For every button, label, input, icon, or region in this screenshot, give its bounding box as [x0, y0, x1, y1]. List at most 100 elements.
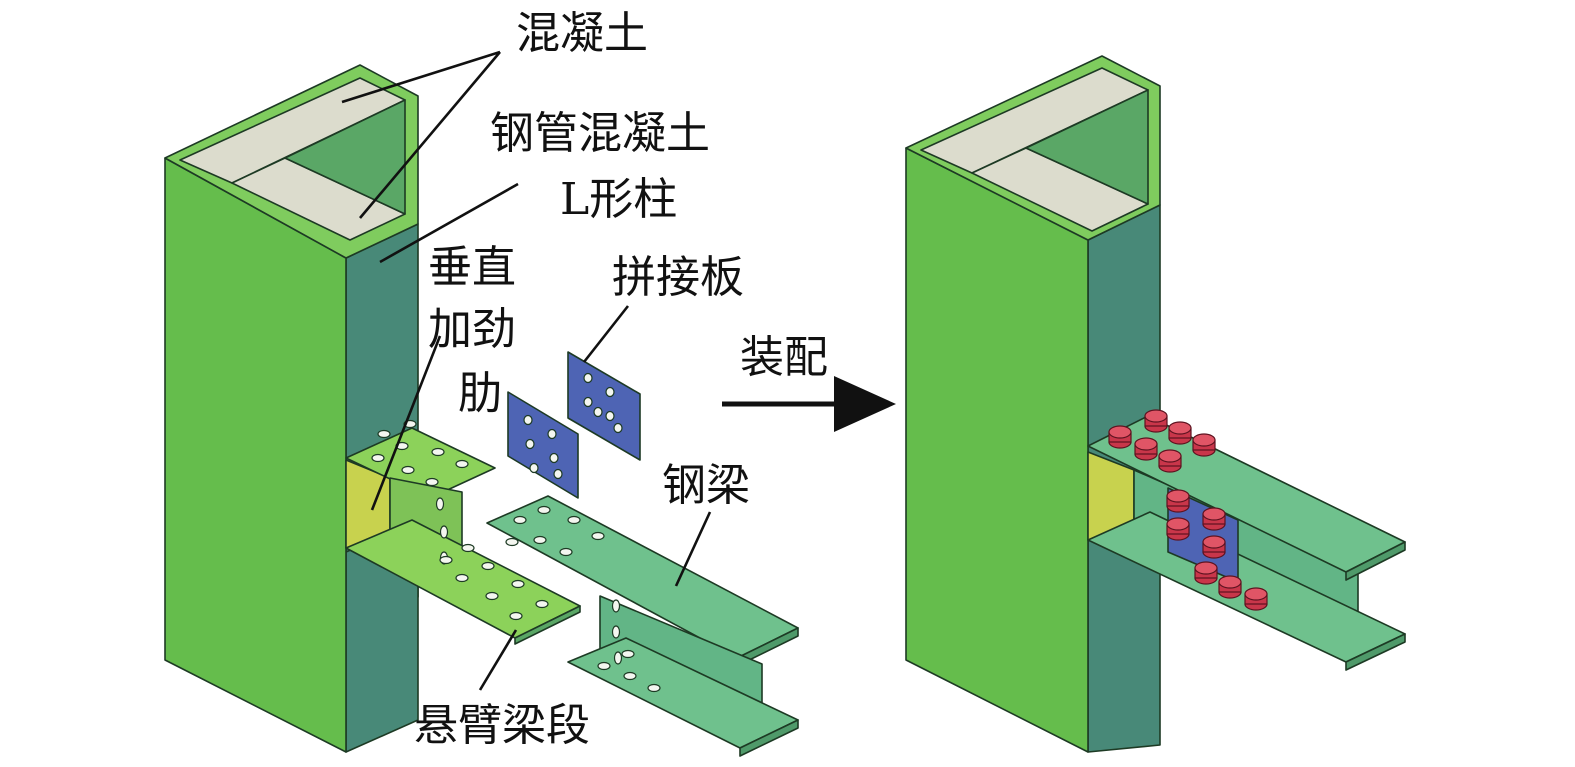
bolt-icon	[1194, 561, 1218, 585]
cantilever-hole	[455, 459, 469, 469]
bolt-icon	[1134, 437, 1158, 461]
splice-hole	[583, 396, 593, 408]
splice-hole	[525, 438, 535, 450]
beam-web-hole	[613, 651, 623, 665]
right-column-assembly	[905, 55, 1406, 753]
bolt-head	[1218, 575, 1242, 589]
beam-web-hole	[611, 599, 621, 613]
bolt-head	[1166, 489, 1190, 503]
cantilever-hole	[377, 429, 391, 439]
bolt-head	[1134, 437, 1158, 451]
label-cfst-line1: 钢管混凝土	[490, 108, 710, 159]
beam-hole	[533, 535, 547, 545]
bolt-icon	[1168, 421, 1192, 445]
column-front-face	[164, 157, 347, 753]
beam-hole	[537, 505, 551, 515]
beam-web-hole	[611, 625, 621, 639]
bolt-icon	[1158, 449, 1182, 473]
bolt-head	[1194, 561, 1218, 575]
cantilever-hole	[401, 465, 415, 475]
assembled-beam-bottom-flange-edge	[1345, 633, 1406, 671]
bolt-icon	[1108, 425, 1132, 449]
assembled-column-inner-step	[1025, 89, 1149, 205]
bolt-head	[1144, 409, 1168, 423]
bolt-head	[1158, 449, 1182, 463]
leader-lines	[341, 50, 712, 691]
beam-hole	[513, 515, 527, 525]
cantilever-hole	[509, 611, 523, 621]
cantilever-web-hole	[439, 525, 449, 539]
cantilever-hole	[511, 579, 525, 589]
leader-beam	[674, 511, 712, 587]
splice-hole	[583, 372, 593, 384]
cantilever-hole	[425, 477, 439, 487]
label-steel-beam: 钢梁	[662, 460, 750, 511]
assembled-beam-top-flange-edge	[1345, 541, 1406, 581]
cantilever-hole	[461, 543, 475, 553]
beam-hole	[647, 683, 661, 693]
bolt-icon	[1166, 489, 1190, 513]
cantilever-hole	[431, 447, 445, 457]
label-stiffener-line3: 肋	[458, 368, 502, 419]
bolt-icon	[1166, 517, 1190, 541]
bolt-head	[1108, 425, 1132, 439]
bolt-head	[1192, 433, 1216, 447]
label-cfst-line2: L形柱	[560, 174, 677, 225]
leader-cantilever	[478, 629, 518, 691]
bolt-head	[1244, 587, 1268, 601]
splice-plate-bolt-holes	[523, 372, 623, 480]
label-splice-plate: 拼接板	[612, 252, 744, 303]
leader-splice	[582, 305, 630, 363]
bolt-icon	[1144, 409, 1168, 433]
leader-concrete-1	[341, 50, 501, 104]
bolt-head	[1202, 507, 1226, 521]
bolt-icon	[1202, 507, 1226, 531]
cantilever-hole	[535, 599, 549, 609]
arrow-head	[834, 376, 896, 432]
beam-hole	[621, 649, 635, 659]
cantilever-hole	[439, 555, 453, 565]
bolt-head	[1168, 421, 1192, 435]
steel-beam-bolt-holes	[505, 505, 661, 693]
bolt-head	[1202, 535, 1226, 549]
splice-hole	[547, 428, 557, 440]
bolt-head	[1166, 517, 1190, 531]
splice-hole	[605, 410, 615, 422]
bolt-icon	[1202, 535, 1226, 559]
label-stiffener-line2: 加劲	[428, 304, 516, 355]
bolt-icon	[1244, 587, 1268, 611]
beam-hole	[505, 537, 519, 547]
cantilever-bolt-holes	[371, 419, 549, 621]
splice-hole	[553, 468, 563, 480]
cantilever-hole	[371, 453, 385, 463]
bolt-icon	[1218, 575, 1242, 599]
splice-hole	[613, 422, 623, 434]
leader-concrete-2	[359, 51, 501, 219]
cantilever-hole	[455, 573, 469, 583]
beam-hole	[597, 661, 611, 671]
beam-hole	[559, 547, 573, 557]
label-assembly: 装配	[740, 332, 828, 383]
column-inner-step	[284, 99, 406, 215]
label-concrete: 混凝土	[516, 8, 648, 59]
assembly-arrow	[722, 376, 896, 432]
cantilever-web-hole	[435, 497, 445, 511]
left-column-assembly	[164, 64, 799, 757]
splice-hole	[523, 414, 533, 426]
assembled-column-front-face	[905, 147, 1089, 753]
splice-hole	[529, 462, 539, 474]
steel-beam-bottom-flange-edge	[739, 719, 799, 757]
beam-hole	[567, 515, 581, 525]
cantilever-bottom-flange-edge	[514, 605, 581, 645]
bolt-icon	[1192, 433, 1216, 457]
beam-hole	[623, 671, 637, 681]
beam-hole	[591, 531, 605, 541]
assembled-bolts	[1108, 409, 1268, 611]
label-cantilever-segment: 悬臂梁段	[414, 700, 590, 751]
splice-hole	[593, 406, 603, 418]
cantilever-hole	[481, 561, 495, 571]
splice-hole	[605, 386, 615, 398]
splice-hole	[549, 452, 559, 464]
